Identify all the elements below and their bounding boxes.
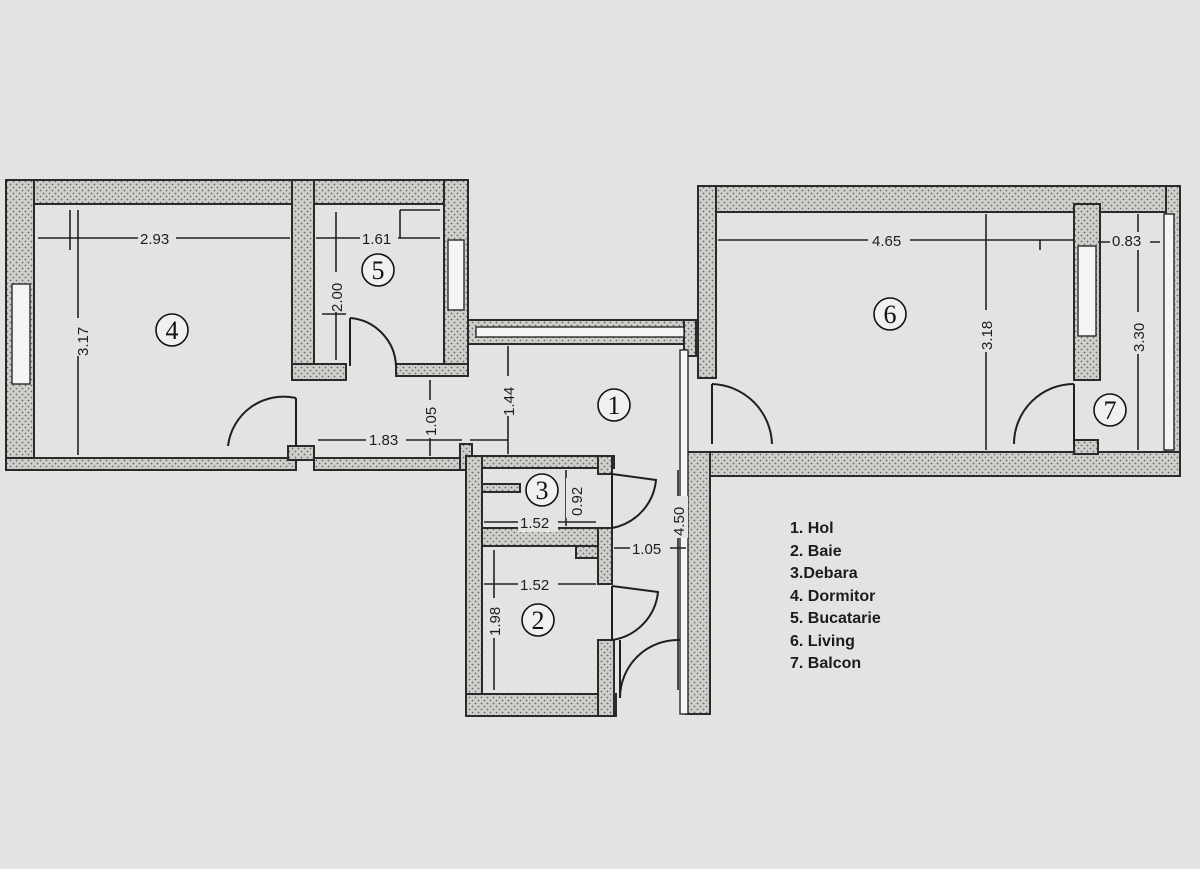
walls-left-block xyxy=(5,179,473,471)
dim-dormitor-width: 2.93 xyxy=(140,231,169,248)
door-dormitor xyxy=(227,395,297,447)
legend-item: 6. Living xyxy=(790,632,855,650)
window-bucatarie xyxy=(447,239,465,311)
dim-balcon-height: 3.30 xyxy=(1131,323,1148,352)
room-marker-hol: 1 xyxy=(597,388,631,422)
window-balcon xyxy=(1163,213,1175,451)
dim-baie-width: 1.52 xyxy=(520,577,549,594)
room-marker-dormitor: 4 xyxy=(155,313,189,347)
svg-text:7: 7 xyxy=(1104,396,1117,425)
room-marker-balcon: 7 xyxy=(1093,393,1127,427)
dim-balcon-width: 0.83 xyxy=(1112,233,1141,250)
dim-debara-width: 1.52 xyxy=(520,515,549,532)
svg-text:1: 1 xyxy=(608,391,621,420)
dim-passage-width: 1.83 xyxy=(369,432,398,449)
walls-right-block xyxy=(685,185,1181,715)
dim-passage-height: 1.05 xyxy=(423,407,440,436)
dim-hol-height: 1.44 xyxy=(501,387,518,416)
room-marker-debara: 3 xyxy=(525,473,559,507)
dim-hol-length: 4.50 xyxy=(671,507,688,536)
dimension-labels: 2.93 3.17 1.61 2.00 1.83 1.05 1.44 1.52 … xyxy=(70,229,1150,638)
doors xyxy=(227,317,1075,699)
room-marker-living: 6 xyxy=(873,297,907,331)
svg-text:5: 5 xyxy=(372,256,385,285)
door-debara xyxy=(611,473,658,529)
dim-baie-height: 1.98 xyxy=(487,607,504,636)
svg-text:3: 3 xyxy=(536,476,549,505)
legend-item: 1. Hol xyxy=(790,520,834,537)
door-bucatarie xyxy=(349,317,397,367)
dim-bucatarie-width: 1.61 xyxy=(362,231,391,248)
legend-item: 2. Baie xyxy=(790,542,842,560)
dim-debara-height: 0.92 xyxy=(569,487,586,516)
dim-living-width: 4.65 xyxy=(872,233,901,250)
door-entry xyxy=(619,638,681,699)
door-living xyxy=(711,383,773,445)
legend-item: 3.Debara xyxy=(790,565,858,582)
walls-corridor xyxy=(467,319,697,357)
room-marker-bucatarie: 5 xyxy=(361,253,395,287)
svg-text:4: 4 xyxy=(166,316,179,345)
legend-item: 5. Bucatarie xyxy=(790,610,881,627)
svg-text:2: 2 xyxy=(532,606,545,635)
window-dormitor xyxy=(11,283,31,385)
window-hol xyxy=(475,326,685,338)
room-markers: 1 2 3 4 5 6 7 xyxy=(155,253,1127,637)
dim-dormitor-height: 3.17 xyxy=(75,327,92,356)
room-legend: 1. Hol 2. Baie 3.Debara 4. Dormitor 5. B… xyxy=(790,518,881,676)
door-balcon xyxy=(1013,383,1075,445)
legend-item: 4. Dormitor xyxy=(790,587,876,605)
room-marker-baie: 2 xyxy=(521,603,555,637)
dim-hol-width: 1.05 xyxy=(632,541,661,558)
door-baie xyxy=(611,585,660,641)
window-living xyxy=(1077,245,1097,337)
dim-living-height: 3.18 xyxy=(979,321,996,350)
dimension-lines xyxy=(38,209,1160,690)
dim-bucatarie-height: 2.00 xyxy=(329,283,346,312)
svg-text:6: 6 xyxy=(884,300,897,329)
legend-item: 7. Balcon xyxy=(790,655,862,672)
